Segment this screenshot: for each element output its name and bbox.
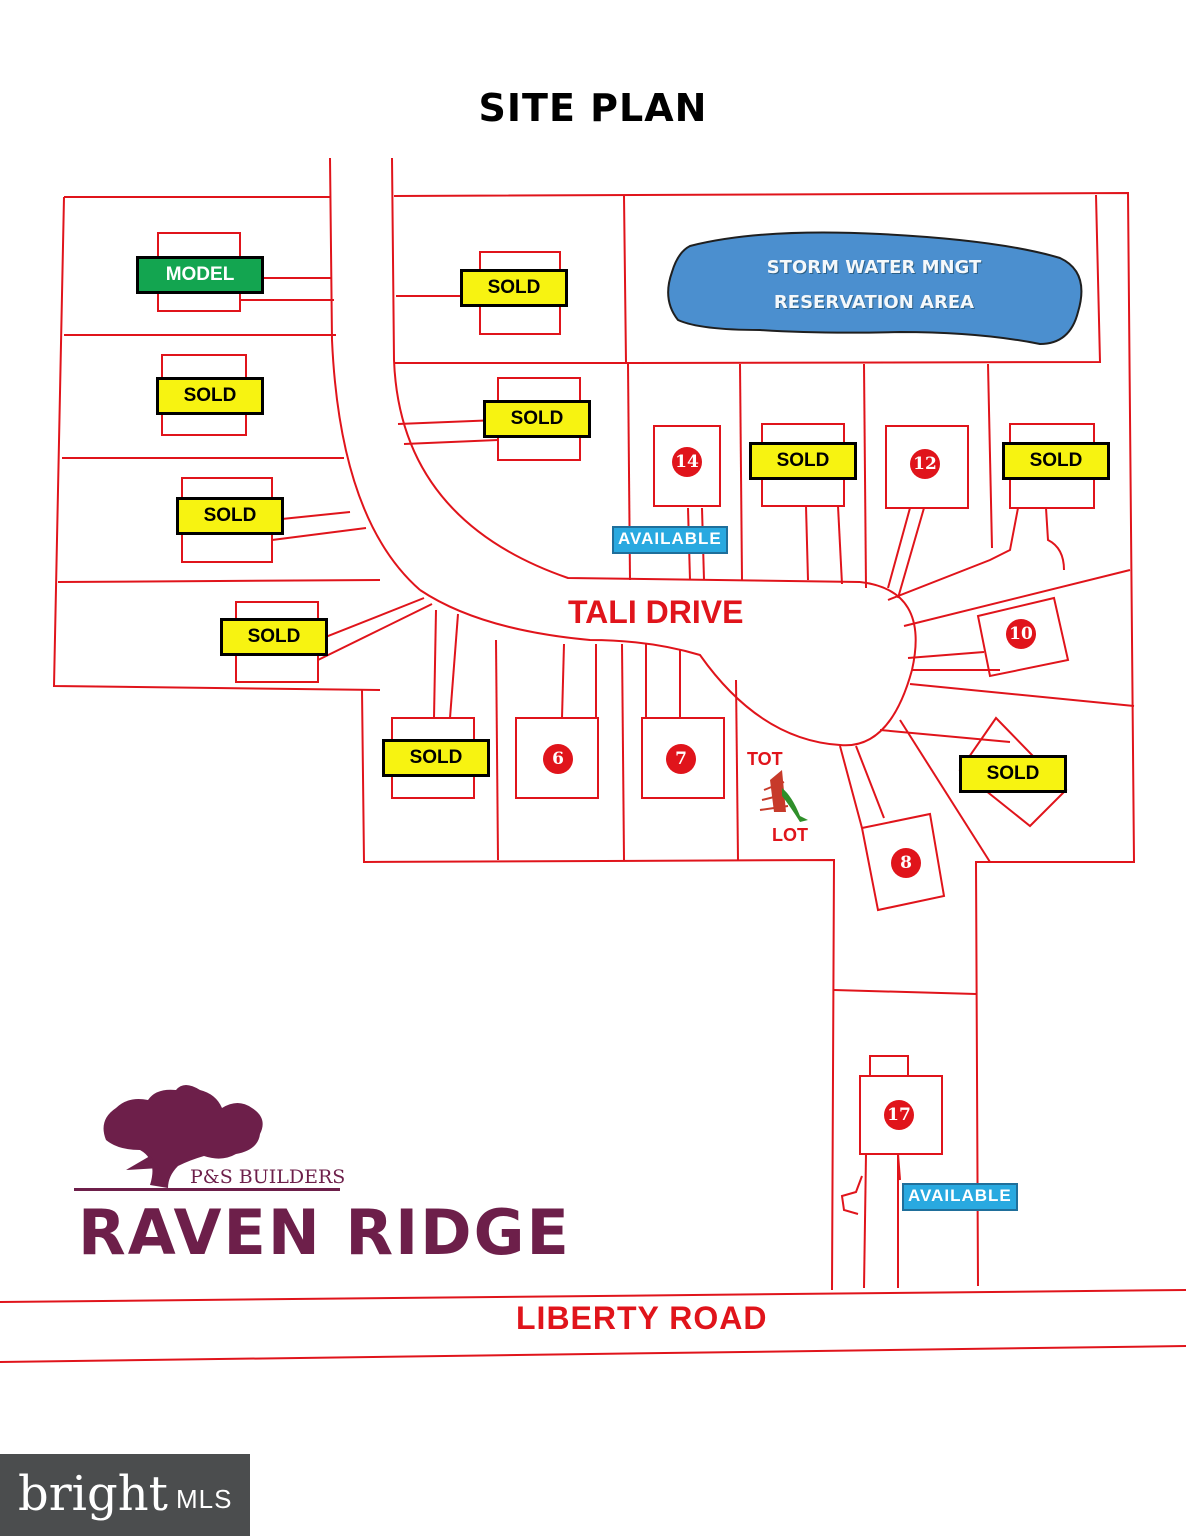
logo-divider <box>74 1188 340 1191</box>
lot-sold-tag[interactable]: SOLD <box>176 497 284 535</box>
lot-model-tag[interactable]: MODEL <box>136 256 264 294</box>
raven-ridge-tree-logo <box>103 1085 263 1188</box>
community-name: RAVEN RIDGE <box>78 1196 571 1269</box>
liberty-road-label: LIBERTY ROAD <box>516 1300 768 1336</box>
lot-sold-tag[interactable]: SOLD <box>156 377 264 415</box>
tali-drive-label: TALI DRIVE <box>568 594 744 630</box>
tot-lot-label-top: TOT <box>747 749 783 769</box>
lot-sold-tag[interactable]: SOLD <box>959 755 1067 793</box>
tot-lot-label-bottom: LOT <box>772 825 808 845</box>
builder-name: P&S BUILDERS <box>190 1166 346 1188</box>
lot-number-12[interactable]: 12 <box>910 449 940 479</box>
lot-sold-tag[interactable]: SOLD <box>382 739 490 777</box>
mls-logo-text: MLS <box>176 1484 233 1514</box>
storm-water-pond <box>667 231 1083 346</box>
lot-number-6[interactable]: 6 <box>543 744 573 774</box>
pond-label-line2: RESERVATION AREA <box>773 292 975 313</box>
lot-sold-tag[interactable]: SOLD <box>483 400 591 438</box>
bright-mls-watermark <box>0 1454 250 1536</box>
lot-sold-tag[interactable]: SOLD <box>460 269 568 307</box>
site-plan-title: SITE PLAN <box>478 86 708 130</box>
lot-number-7[interactable]: 7 <box>666 744 696 774</box>
lot-number-14[interactable]: 14 <box>672 447 702 477</box>
lot-sold-tag[interactable]: SOLD <box>1002 442 1110 480</box>
lot-number-17[interactable]: 17 <box>884 1100 914 1130</box>
lot-sold-tag[interactable]: SOLD <box>749 442 857 480</box>
bright-logo-word: bright <box>18 1466 168 1522</box>
lot-available-tag[interactable]: AVAILABLE <box>902 1183 1018 1211</box>
lot-number-8[interactable]: 8 <box>891 848 921 878</box>
playground-icon <box>759 770 808 822</box>
lot-available-tag[interactable]: AVAILABLE <box>612 526 728 554</box>
lot-number-10[interactable]: 10 <box>1006 619 1036 649</box>
pond-label-line1: STORM WATER MNGT <box>766 257 982 278</box>
lot-sold-tag[interactable]: SOLD <box>220 618 328 656</box>
